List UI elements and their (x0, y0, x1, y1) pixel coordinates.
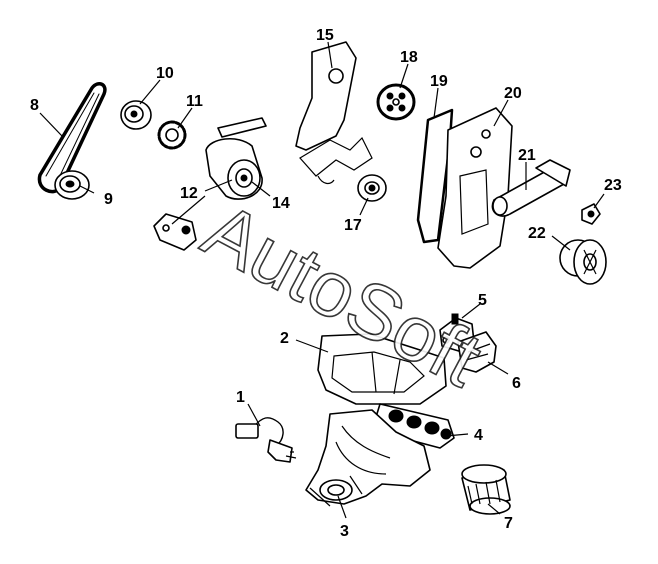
label-1: 1 (236, 389, 245, 406)
label-4: 4 (474, 427, 483, 444)
part-17-tensioner (357, 174, 387, 202)
label-12: 12 (180, 185, 198, 202)
label-3: 3 (340, 523, 349, 540)
bracket-bar (217, 117, 267, 138)
part-7-oil-filter (461, 464, 511, 515)
part-2-heat-shield (317, 333, 447, 405)
part-11-sprocket (157, 120, 187, 150)
part-20-rear-cover (437, 107, 513, 269)
label-15: 15 (316, 27, 334, 44)
label-11: 11 (186, 93, 203, 110)
part-10-pulley (120, 100, 152, 130)
part-1-oxygen-sensor (235, 417, 297, 463)
part-8-belt (37, 82, 107, 194)
label-19: 19 (430, 73, 448, 90)
part-12-bracket (153, 213, 197, 251)
label-23: 23 (604, 177, 622, 194)
part-4-gasket (371, 403, 455, 449)
part-18-cam-pulley (376, 83, 416, 121)
label-20: 20 (504, 85, 522, 102)
label-10: 10 (156, 65, 174, 82)
part-19-gasket (416, 108, 454, 244)
label-9: 9 (104, 191, 113, 208)
label-5: 5 (478, 292, 487, 309)
label-17: 17 (344, 217, 362, 234)
part-3-exhaust-manifold (305, 409, 431, 507)
part-15-timing-cover (295, 41, 373, 185)
label-7: 7 (504, 515, 513, 532)
part-22-pulley (559, 239, 607, 285)
part-21-pipe (491, 159, 571, 217)
callout-lines (39, 41, 605, 519)
label-8: 8 (30, 97, 39, 114)
label-21: 21 (518, 147, 536, 164)
label-22: 22 (528, 225, 546, 242)
part-14-water-pump (205, 138, 263, 200)
part-9-pulley (54, 170, 90, 200)
label-18: 18 (400, 49, 418, 66)
label-6: 6 (512, 375, 521, 392)
label-14: 14 (272, 195, 290, 212)
part-23-cap (581, 203, 601, 225)
part-6-shield (457, 331, 497, 373)
label-2: 2 (280, 330, 289, 347)
